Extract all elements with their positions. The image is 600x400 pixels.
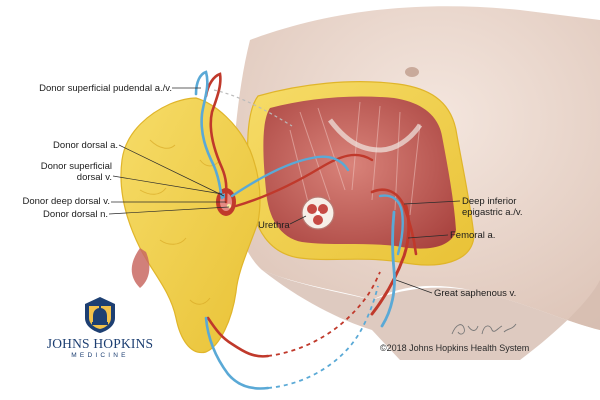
label-donor-superficial-dorsal-vein-2: dorsal v. bbox=[76, 172, 112, 183]
femoral-artery bbox=[370, 204, 411, 316]
pudendal-tunnel-dashed bbox=[213, 89, 293, 127]
logo-wordmark: JOHNS HOPKINS bbox=[46, 336, 154, 351]
thigh bbox=[262, 270, 600, 360]
label-deep-inferior-epigastric-1: Deep inferior bbox=[462, 196, 517, 207]
label-urethra: Urethra bbox=[258, 220, 290, 231]
leader-epigastric bbox=[403, 200, 461, 205]
leader-saphenous bbox=[395, 279, 433, 294]
artery-tunnel-dashed bbox=[267, 271, 381, 357]
label-donor-superficial-pudendal: Donor superficial pudendal a./v. bbox=[39, 83, 172, 94]
donor-flap-fat bbox=[120, 97, 261, 354]
label-great-saphenous-vein: Great saphenous v. bbox=[434, 288, 517, 299]
recipient-muscle-bed bbox=[263, 96, 456, 249]
donor-pudendal-vein bbox=[194, 70, 224, 200]
leader-femoral bbox=[407, 234, 449, 239]
recipient-vein-course bbox=[230, 155, 350, 198]
leader-superficial-dorsal-v bbox=[112, 175, 223, 195]
leader-urethra bbox=[289, 215, 307, 225]
recipient-artery-course bbox=[234, 153, 374, 208]
johns-hopkins-logo: JOHNS HOPKINS MEDICINE bbox=[45, 296, 155, 362]
label-femoral-artery: Femoral a. bbox=[450, 230, 496, 241]
artist-signature bbox=[451, 323, 517, 335]
flap-artery-tail bbox=[206, 316, 270, 358]
label-donor-dorsal-artery: Donor dorsal a. bbox=[53, 140, 118, 151]
donor-flap-edge bbox=[131, 248, 150, 288]
navel bbox=[405, 67, 419, 77]
copyright-notice: ©2018 Johns Hopkins Health System bbox=[380, 343, 530, 353]
flap-vein-tail bbox=[204, 316, 270, 390]
great-saphenous-vein bbox=[380, 210, 396, 328]
pubic-ligament bbox=[328, 118, 423, 153]
logo-subtitle: MEDICINE bbox=[71, 352, 129, 359]
leader-dorsal-a bbox=[118, 144, 225, 197]
donor-pudendal-artery bbox=[204, 72, 228, 204]
vein-tunnel-dashed bbox=[267, 285, 379, 389]
dome-shield-icon bbox=[85, 297, 115, 333]
label-donor-superficial-dorsal-vein-1: Donor superficial bbox=[40, 161, 112, 172]
label-donor-deep-dorsal-vein: Donor deep dorsal v. bbox=[22, 196, 111, 207]
donor-flap-texture bbox=[139, 139, 221, 305]
leader-dorsal-n bbox=[108, 206, 230, 215]
label-deep-inferior-epigastric-2: epigastric a./v. bbox=[462, 207, 523, 218]
label-donor-dorsal-nerve: Donor dorsal n. bbox=[43, 209, 108, 220]
epigastric-vein bbox=[378, 194, 404, 256]
epigastric-artery bbox=[370, 188, 418, 256]
